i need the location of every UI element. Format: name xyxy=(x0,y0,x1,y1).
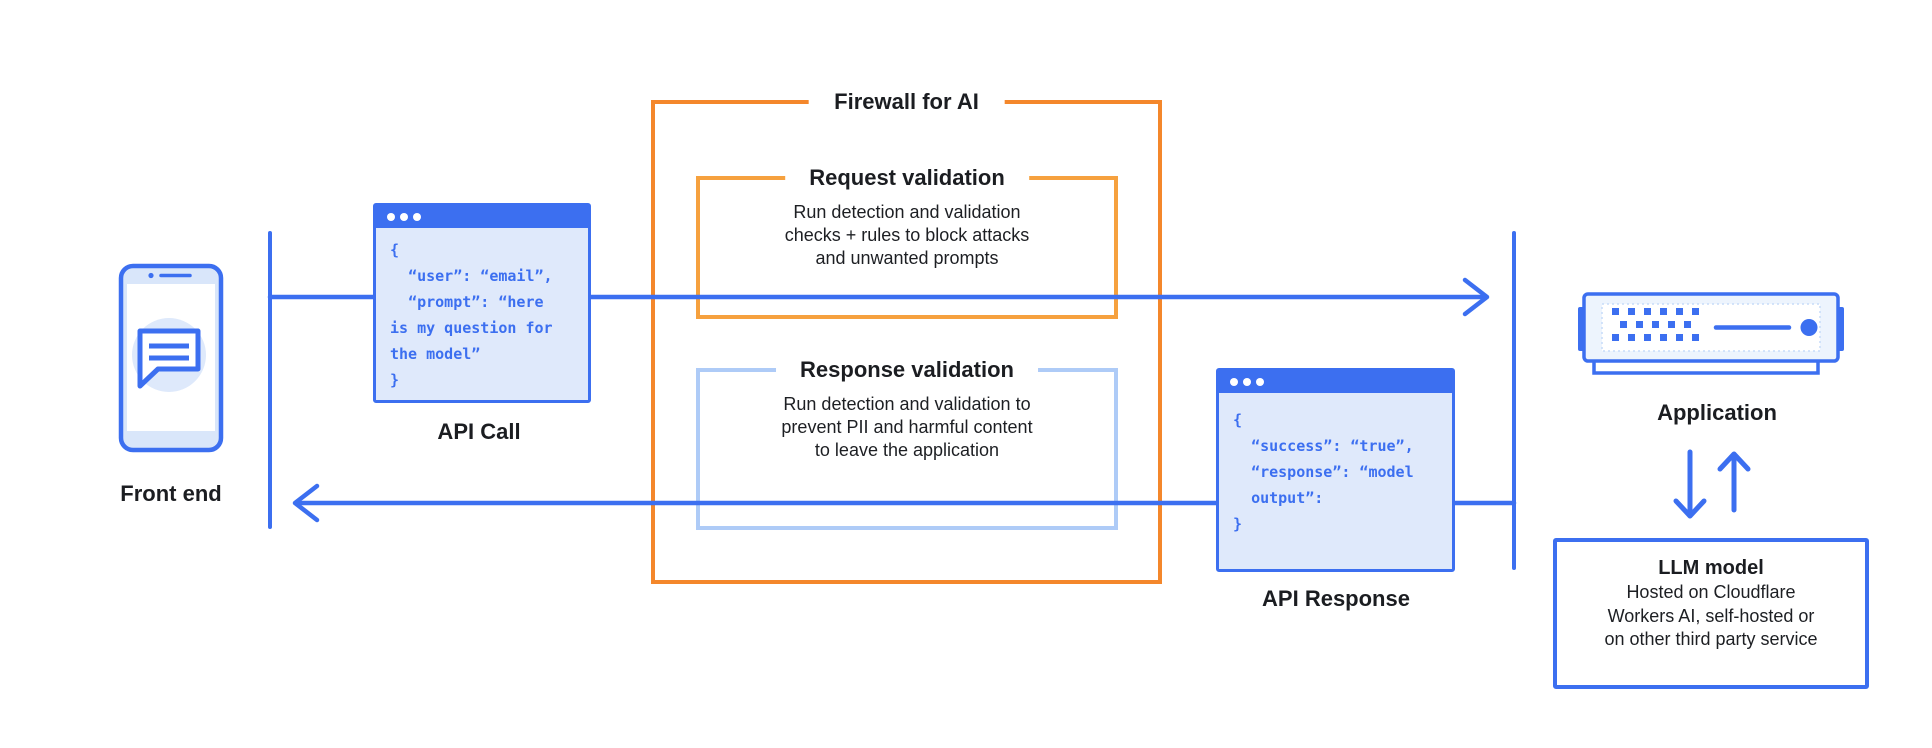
phone-chat-icon xyxy=(118,263,224,458)
window-dot xyxy=(387,213,395,221)
api-response-code: { “success”: “true”, “response”: “model … xyxy=(1233,411,1414,533)
window-dot xyxy=(1230,378,1238,386)
llm-model-box: LLM model Hosted on Cloudflare Workers A… xyxy=(1553,538,1869,689)
application-label: Application xyxy=(1657,400,1777,425)
app-to-llm-arrow-down-icon xyxy=(1673,449,1707,519)
request-validation-box: Request validation Run detection and val… xyxy=(696,161,1118,319)
window-dot xyxy=(413,213,421,221)
window-dots-icon xyxy=(1219,371,1452,393)
api-call-code: { “user”: “email”, “prompt”: “here is my… xyxy=(390,241,553,389)
window-dot xyxy=(400,213,408,221)
window-dots-icon xyxy=(376,206,588,228)
llm-model-description: Hosted on Cloudflare Workers AI, self-ho… xyxy=(1604,582,1818,649)
response-validation-description: Run detection and validation to prevent … xyxy=(781,394,1033,460)
server-icon xyxy=(1576,292,1846,383)
api-response-label: API Response xyxy=(1262,586,1410,611)
api-response-window: { “success”: “true”, “response”: “model … xyxy=(1216,368,1455,572)
firewall-title: Firewall for AI xyxy=(808,85,1005,119)
window-dot xyxy=(1256,378,1264,386)
api-call-window: { “user”: “email”, “prompt”: “here is my… xyxy=(373,203,591,403)
response-validation-box: Response validation Run detection and va… xyxy=(696,353,1118,530)
llm-model-title: LLM model xyxy=(1658,557,1764,579)
request-validation-description: Run detection and validation checks + ru… xyxy=(784,202,1030,268)
front-end-label: Front end xyxy=(120,481,222,506)
request-validation-title: Request validation xyxy=(785,161,1029,195)
llm-to-app-arrow-up-icon xyxy=(1717,451,1751,513)
window-dot xyxy=(1243,378,1251,386)
firewall-for-ai-box: Firewall for AI xyxy=(651,85,1162,584)
api-call-label: API Call xyxy=(437,419,521,444)
response-validation-title: Response validation xyxy=(776,353,1038,387)
